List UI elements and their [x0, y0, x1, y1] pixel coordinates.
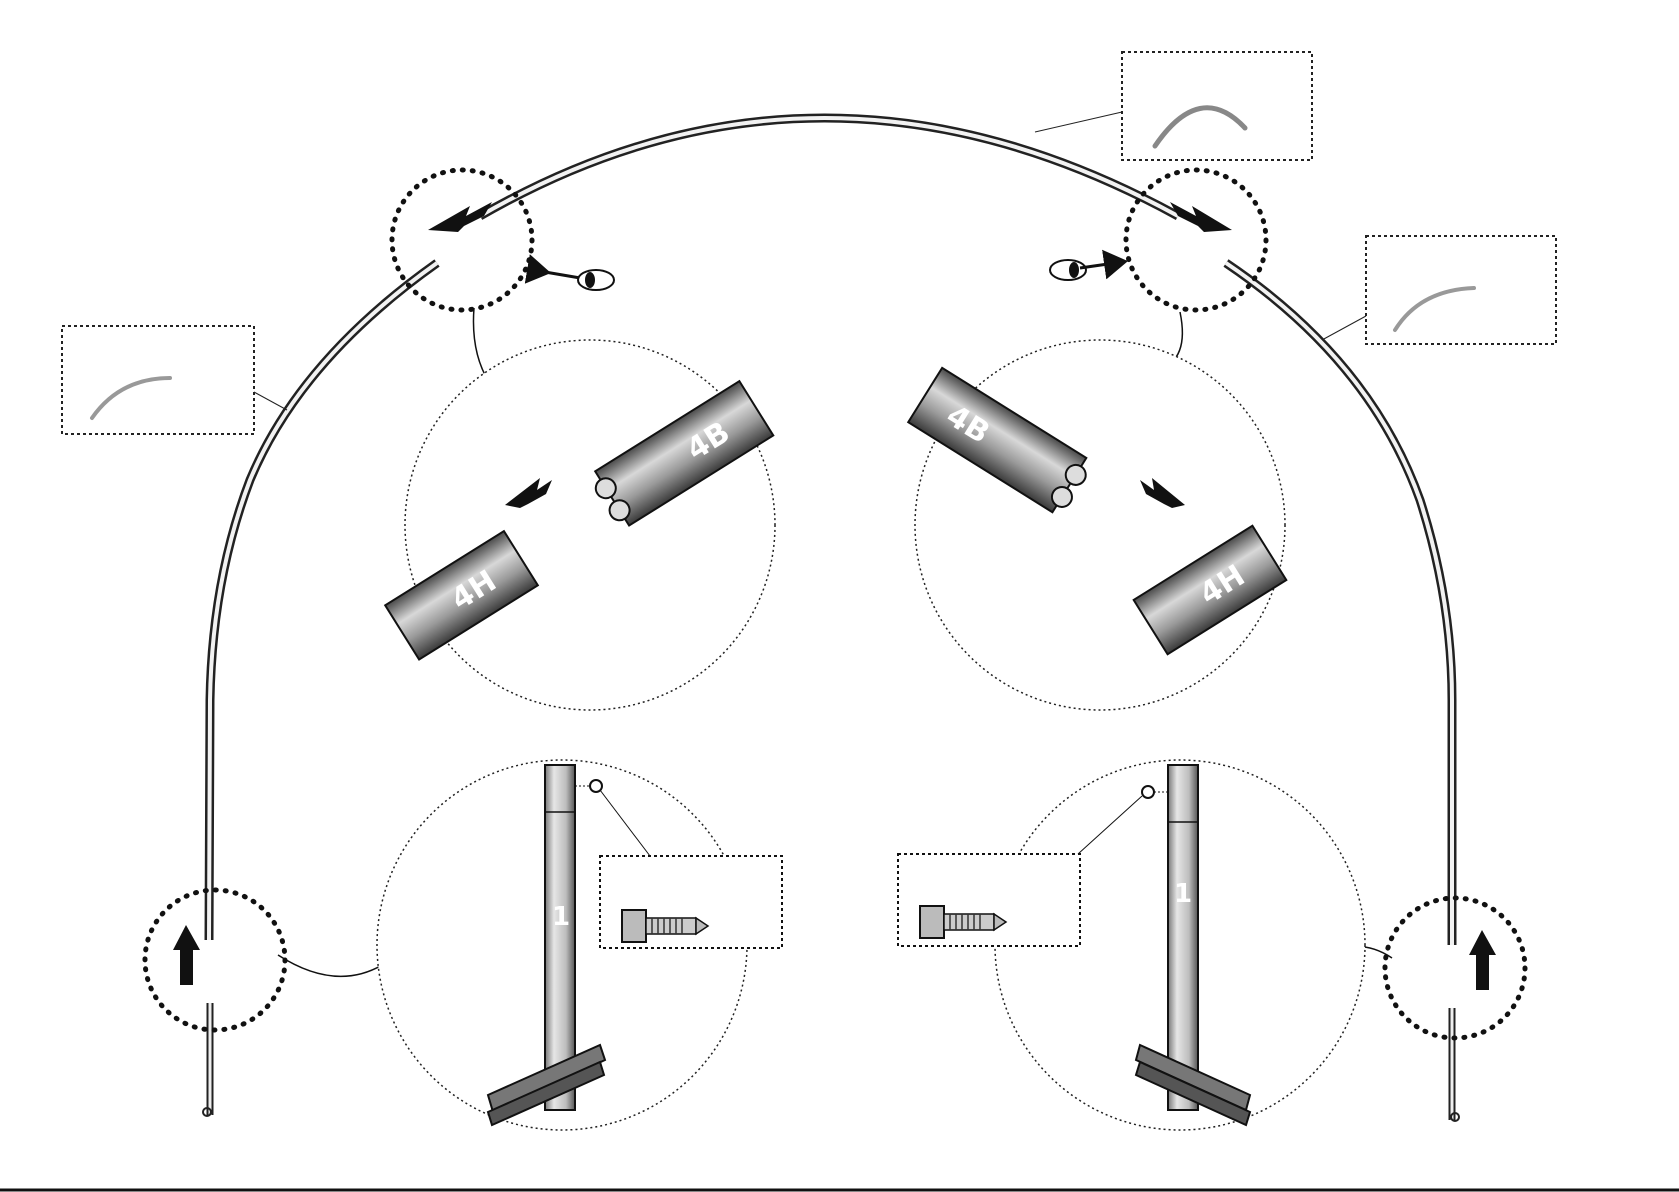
left-ground-stake: [203, 1003, 211, 1116]
part-thumbnail-left: [62, 326, 287, 434]
detail-lower-left-post: 1: [377, 760, 782, 1130]
eye-view-right-icon: [1050, 260, 1122, 280]
part-label-1: 1: [1174, 879, 1192, 909]
detail-lower-right-post: 1: [898, 760, 1365, 1130]
screw-detail-box-right: [898, 854, 1080, 946]
right-ground-stake: [1451, 1008, 1459, 1121]
callout-joint-lower-left: [145, 890, 285, 1030]
arrow-down-right-icon: [1170, 202, 1232, 232]
detail-upper-left-joint: 4H 4B: [385, 340, 775, 710]
part-label-1: 1: [552, 902, 570, 932]
screw-detail-box-left: [600, 856, 782, 948]
arrow-up-icon: [173, 925, 200, 985]
leader-arrow-lower-left: [278, 955, 390, 976]
eye-view-left-icon: [545, 270, 614, 290]
callout-joint-upper-left: [392, 170, 532, 310]
callout-joint-upper-right: [1126, 170, 1266, 310]
part-thumbnail-top: [1035, 52, 1312, 160]
part-thumbnail-right: [1322, 236, 1556, 344]
detail-upper-right-joint: 4B 4H: [908, 340, 1286, 710]
post-1-right: [1168, 765, 1198, 1110]
arrow-up-icon: [1469, 930, 1496, 990]
